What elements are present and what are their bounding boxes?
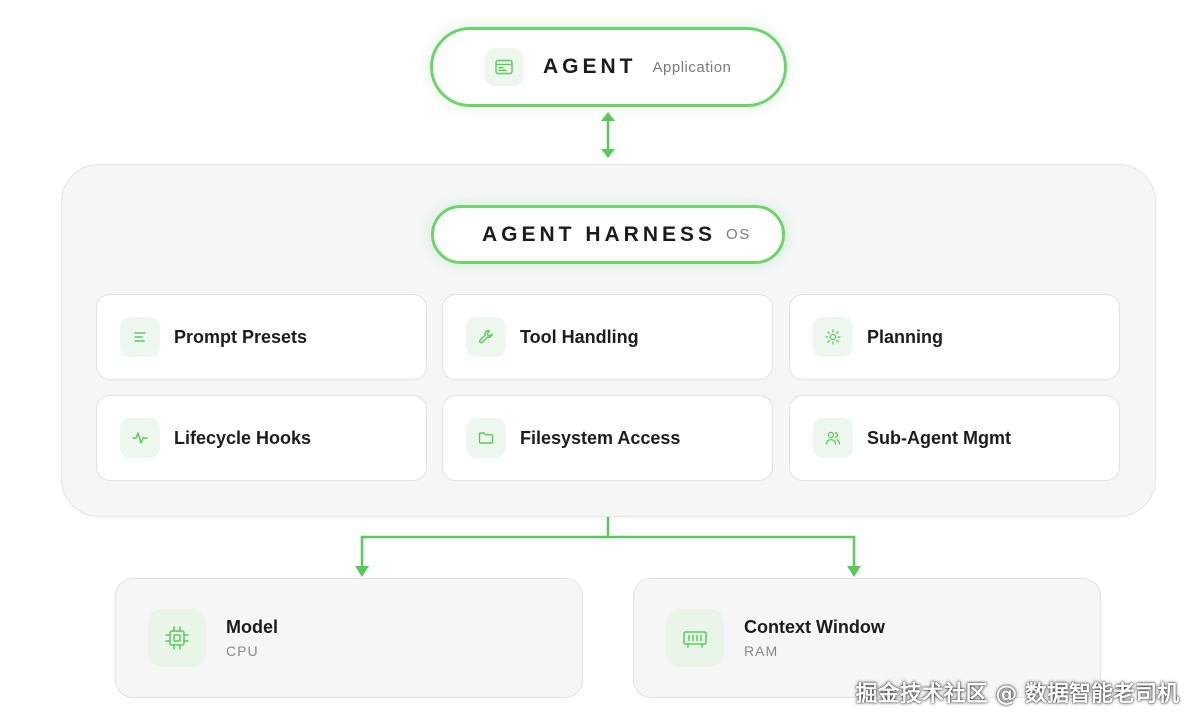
- module-sub-agent-mgmt: Sub-Agent Mgmt: [789, 395, 1120, 481]
- module-tool-handling: Tool Handling: [442, 294, 773, 380]
- resource-subtitle: CPU: [226, 643, 259, 659]
- module-lifecycle-hooks: Lifecycle Hooks: [96, 395, 427, 481]
- resource-title: Model: [226, 617, 278, 637]
- module-filesystem-access: Filesystem Access: [442, 395, 773, 481]
- module-label: Filesystem Access: [520, 427, 681, 448]
- module-prompt-presets: Prompt Presets: [96, 294, 427, 380]
- watermark: 掘金技术社区 @ 数据智能老司机: [855, 682, 1179, 707]
- agent-application-node: AGENT Application: [430, 27, 787, 107]
- agent-harness-node: AGENT HARNESS OS: [431, 205, 785, 264]
- align-left-icon: [120, 317, 160, 357]
- users-icon: [813, 418, 853, 458]
- module-label: Sub-Agent Mgmt: [867, 427, 1011, 448]
- agent-title: AGENT: [543, 55, 637, 78]
- module-label: Planning: [867, 326, 943, 347]
- module-label: Tool Handling: [520, 326, 639, 347]
- resource-context-window: Context Window RAM: [633, 578, 1101, 698]
- module-label: Lifecycle Hooks: [174, 427, 312, 448]
- harness-subtitle: OS: [726, 226, 751, 243]
- module-label: Prompt Presets: [174, 326, 308, 347]
- sun-icon: [813, 317, 853, 357]
- resource-model: Model CPU: [115, 578, 583, 698]
- activity-icon: [120, 418, 160, 458]
- wrench-icon: [466, 317, 506, 357]
- module-planning: Planning: [789, 294, 1120, 380]
- resource-subtitle: RAM: [744, 643, 779, 659]
- agent-subtitle: Application: [652, 58, 732, 76]
- harness-title: AGENT HARNESS: [482, 222, 717, 246]
- memory-icon: [666, 609, 724, 667]
- resource-title: Context Window: [744, 617, 885, 637]
- cpu-chip-icon: [148, 609, 206, 667]
- browser-window-icon: [485, 48, 523, 86]
- folder-icon: [466, 418, 506, 458]
